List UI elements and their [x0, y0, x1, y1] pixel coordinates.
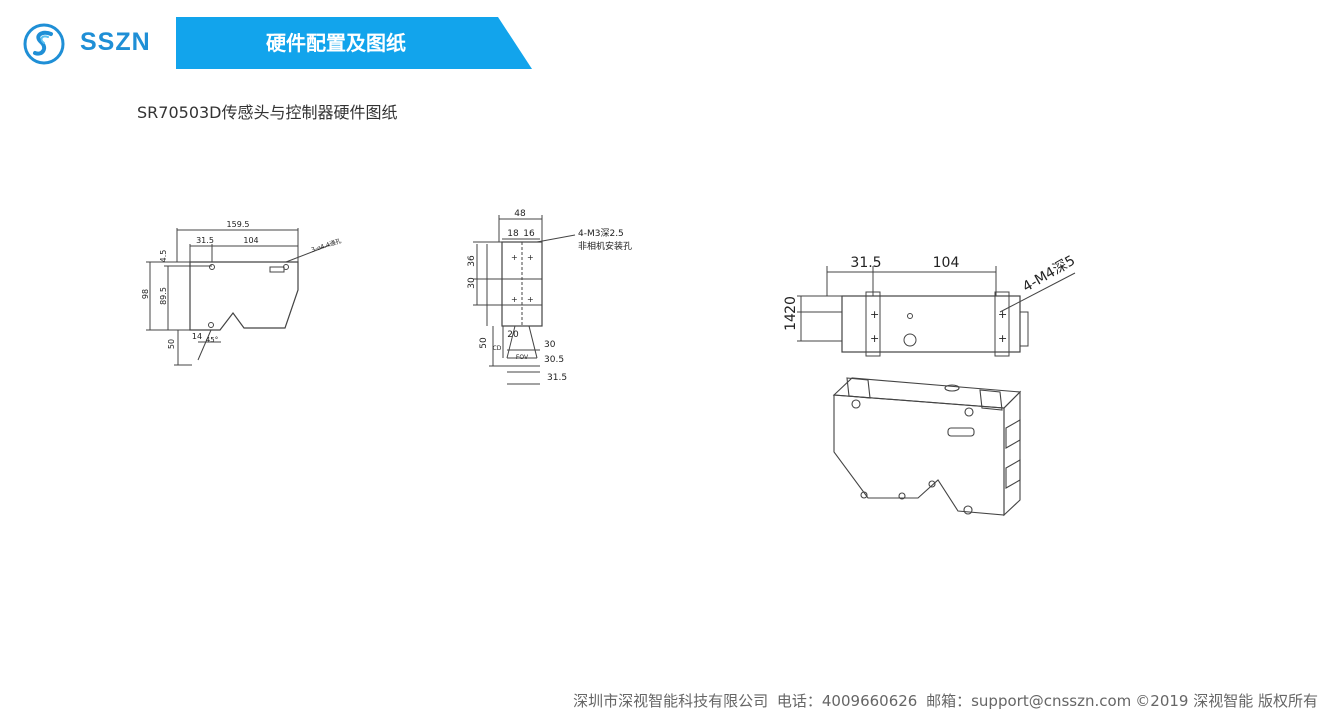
dim-a: 31.5 — [850, 255, 881, 271]
dim-b: 104 — [243, 236, 258, 245]
top-view-drawing: + + + + 31.5 104 4-M4深5 20 14 — [783, 253, 1078, 357]
svg-text:+: + — [998, 332, 1007, 345]
isometric-drawing — [832, 377, 1022, 517]
hole-note-line1: 4-M3深2.5 — [578, 228, 624, 239]
brand-logo[interactable]: SSZN — [22, 22, 172, 66]
angle-label: 45° — [206, 336, 218, 344]
dim-b: 104 — [933, 255, 960, 271]
svg-text:+: + — [870, 308, 879, 321]
side-view-drawing: 159.5 31.5 104 3-⌀4.4通孔 4.5 98 89.5 50 1… — [141, 220, 342, 366]
page-subtitle: SR70503D传感头与控制器硬件图纸 — [137, 103, 398, 122]
dim-16: 16 — [523, 229, 535, 239]
footer-phone: 电话：4009660626 — [776, 692, 918, 710]
dim-offset: 14 — [192, 332, 202, 341]
dim-bottom: 50 — [167, 339, 176, 349]
dim-50: 50 — [479, 337, 489, 349]
section-title: 硬件配置及图纸 — [266, 31, 406, 55]
footer-email[interactable]: 邮箱：support@cnsszn.com — [926, 692, 1132, 710]
hole-note: 3-⌀4.4通孔 — [310, 237, 342, 254]
label-cd: CD — [493, 345, 502, 352]
footer-copyright: ©2019 深视智能 版权所有 — [1135, 692, 1318, 710]
dim-36: 36 — [467, 255, 477, 267]
dim-18: 18 — [507, 229, 519, 239]
svg-text:+: + — [998, 308, 1007, 321]
dim-20: 20 — [783, 296, 799, 314]
footer-company: 深圳市深视智能科技有限公司 — [573, 692, 769, 710]
hole-note-line2: 非相机安装孔 — [578, 240, 632, 252]
section-banner: 硬件配置及图纸 — [176, 17, 532, 69]
dim-total-width: 159.5 — [227, 220, 250, 229]
banner-shape — [176, 17, 532, 69]
dim-top: 4.5 — [159, 250, 168, 263]
dim-height-total: 98 — [141, 289, 150, 299]
front-view-drawing: ++ ++ 48 18 16 4-M3深2.5 非相机安装孔 36 30 50 … — [467, 209, 632, 385]
fov-30: 30 — [544, 340, 556, 350]
sszn-logo-icon — [23, 23, 65, 65]
dim-height-body: 89.5 — [159, 287, 168, 305]
dim-20: 20 — [507, 330, 519, 340]
dim-14: 14 — [783, 313, 799, 331]
page-footer: 深圳市深视智能科技有限公司 电话：4009660626 邮箱：support@c… — [569, 690, 1318, 711]
fov-30-5: 30.5 — [544, 355, 564, 365]
hole-note: 4-M4深5 — [1020, 253, 1078, 296]
dim-width: 48 — [514, 209, 526, 219]
dim-30: 30 — [467, 277, 477, 289]
dim-a: 31.5 — [196, 236, 214, 245]
svg-text:+: + — [511, 295, 518, 304]
svg-text:+: + — [511, 253, 518, 262]
brand-name: SSZN — [80, 28, 151, 56]
label-fov: FOV — [516, 354, 529, 361]
fov-31-5: 31.5 — [547, 373, 567, 383]
svg-text:+: + — [870, 332, 879, 345]
svg-text:+: + — [527, 295, 534, 304]
svg-text:+: + — [527, 253, 534, 262]
